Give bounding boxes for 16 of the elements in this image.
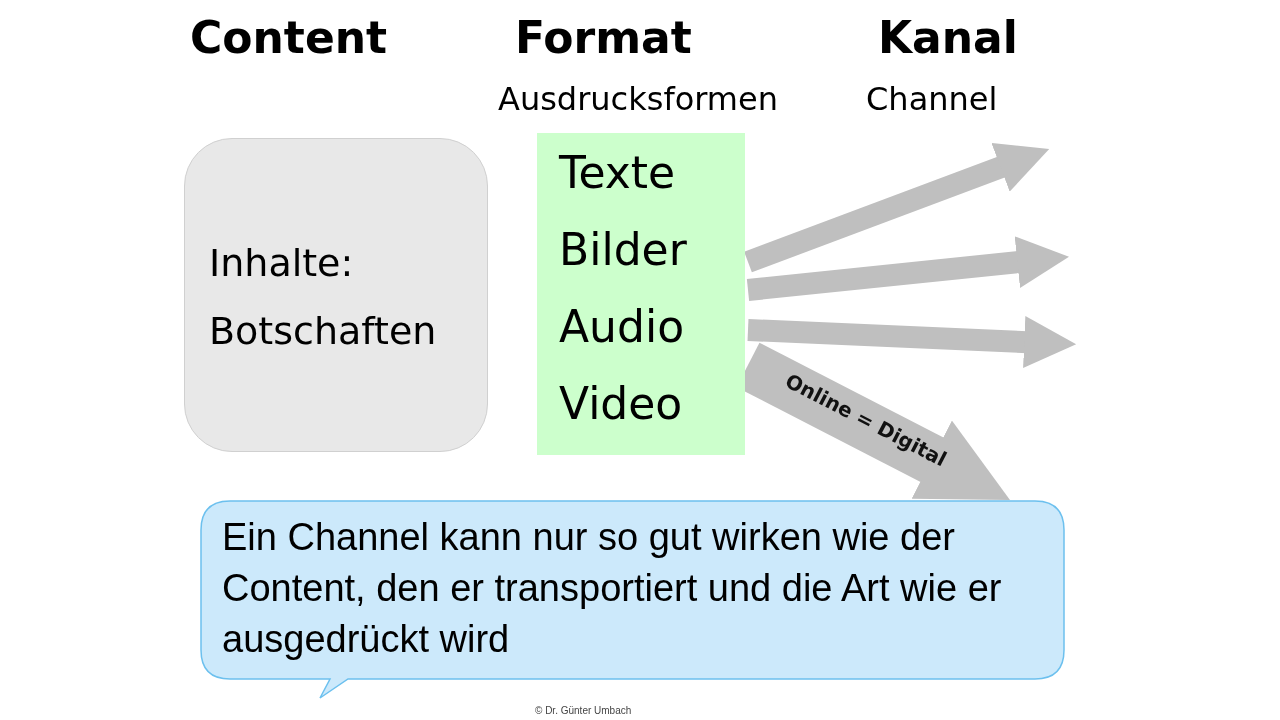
format-box xyxy=(537,133,745,455)
format-item: Video xyxy=(559,378,683,429)
column-subheading: Ausdrucksformen xyxy=(498,80,778,118)
message-text: Inhalte: Botschaften xyxy=(209,240,438,355)
column-heading: Format xyxy=(515,12,692,63)
column-heading: Kanal xyxy=(878,12,1018,63)
format-item: Bilder xyxy=(559,224,687,275)
callout-text: Ein Channel kann nur so gut wirken wie der Content, den er transportiert und die Art wie er ausgedrückt wird xyxy=(222,515,1003,662)
arrow xyxy=(744,142,1050,273)
column-subheading: Channel xyxy=(866,80,998,118)
arrow xyxy=(746,236,1070,301)
format-item: Audio xyxy=(559,301,685,352)
column-heading: Content xyxy=(190,12,388,63)
content-box xyxy=(184,138,488,452)
format-item: Texte xyxy=(559,147,676,198)
speech-bubble xyxy=(200,500,1065,700)
